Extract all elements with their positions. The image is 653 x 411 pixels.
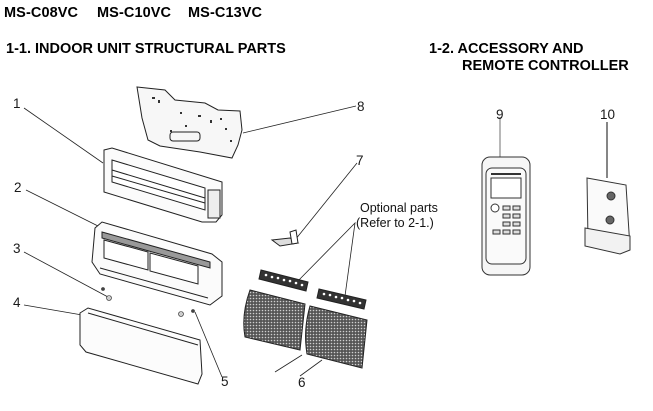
front-panel-frame-drawing: [103, 147, 223, 223]
model-name-2: MS-C10VC: [97, 5, 172, 21]
callout-label-10: 10: [600, 107, 616, 122]
callout-label-6: 6: [298, 375, 306, 390]
leader-line-8: [242, 105, 357, 134]
air-filters-drawing: [243, 289, 368, 369]
front-grille-unit-drawing: [91, 221, 223, 306]
callout-label-3: 3: [13, 241, 21, 256]
leader-line-5: [194, 311, 223, 378]
optional-parts-note-line1: Optional parts: [360, 201, 438, 215]
installation-plate-drawing: [136, 86, 243, 159]
callout-label-8: 8: [357, 99, 365, 114]
optional-strips-drawing: [258, 269, 367, 310]
bracket-drawing: [270, 229, 300, 247]
leader-line-1: [23, 107, 104, 164]
leader-line-6b: [299, 359, 323, 377]
optional-parts-note-line2: (Refer to 2-1.): [356, 216, 434, 230]
callout-label-4: 4: [13, 295, 21, 310]
remote-controller-drawing: [481, 156, 531, 276]
leader-line-3: [23, 251, 109, 298]
callout-label-7: 7: [356, 153, 364, 168]
callout-label-2: 2: [14, 180, 22, 195]
leader-line-2: [25, 189, 99, 227]
section-title-indoor: 1-1. INDOOR UNIT STRUCTURAL PARTS: [6, 41, 286, 57]
model-name-3: MS-C13VC: [188, 5, 263, 21]
model-name-1: MS-C08VC: [4, 5, 79, 21]
section-title-accessory-line1: 1-2. ACCESSORY AND: [429, 41, 584, 57]
callout-label-5: 5: [221, 374, 229, 389]
leader-line-4: [23, 304, 89, 317]
leader-line-optional: [293, 221, 356, 297]
callout-label-9: 9: [496, 107, 504, 122]
air-filter-left: [243, 289, 306, 351]
leader-line-6a: [274, 354, 303, 373]
screws-drawing: [101, 287, 195, 317]
section-title-accessory-line2: REMOTE CONTROLLER: [462, 58, 629, 74]
front-panel-drawing: [79, 307, 203, 385]
leader-line-7: [294, 162, 358, 241]
callout-label-1: 1: [13, 96, 21, 111]
remote-controller-holder-drawing: [584, 177, 631, 255]
air-filter-right: [305, 305, 368, 369]
